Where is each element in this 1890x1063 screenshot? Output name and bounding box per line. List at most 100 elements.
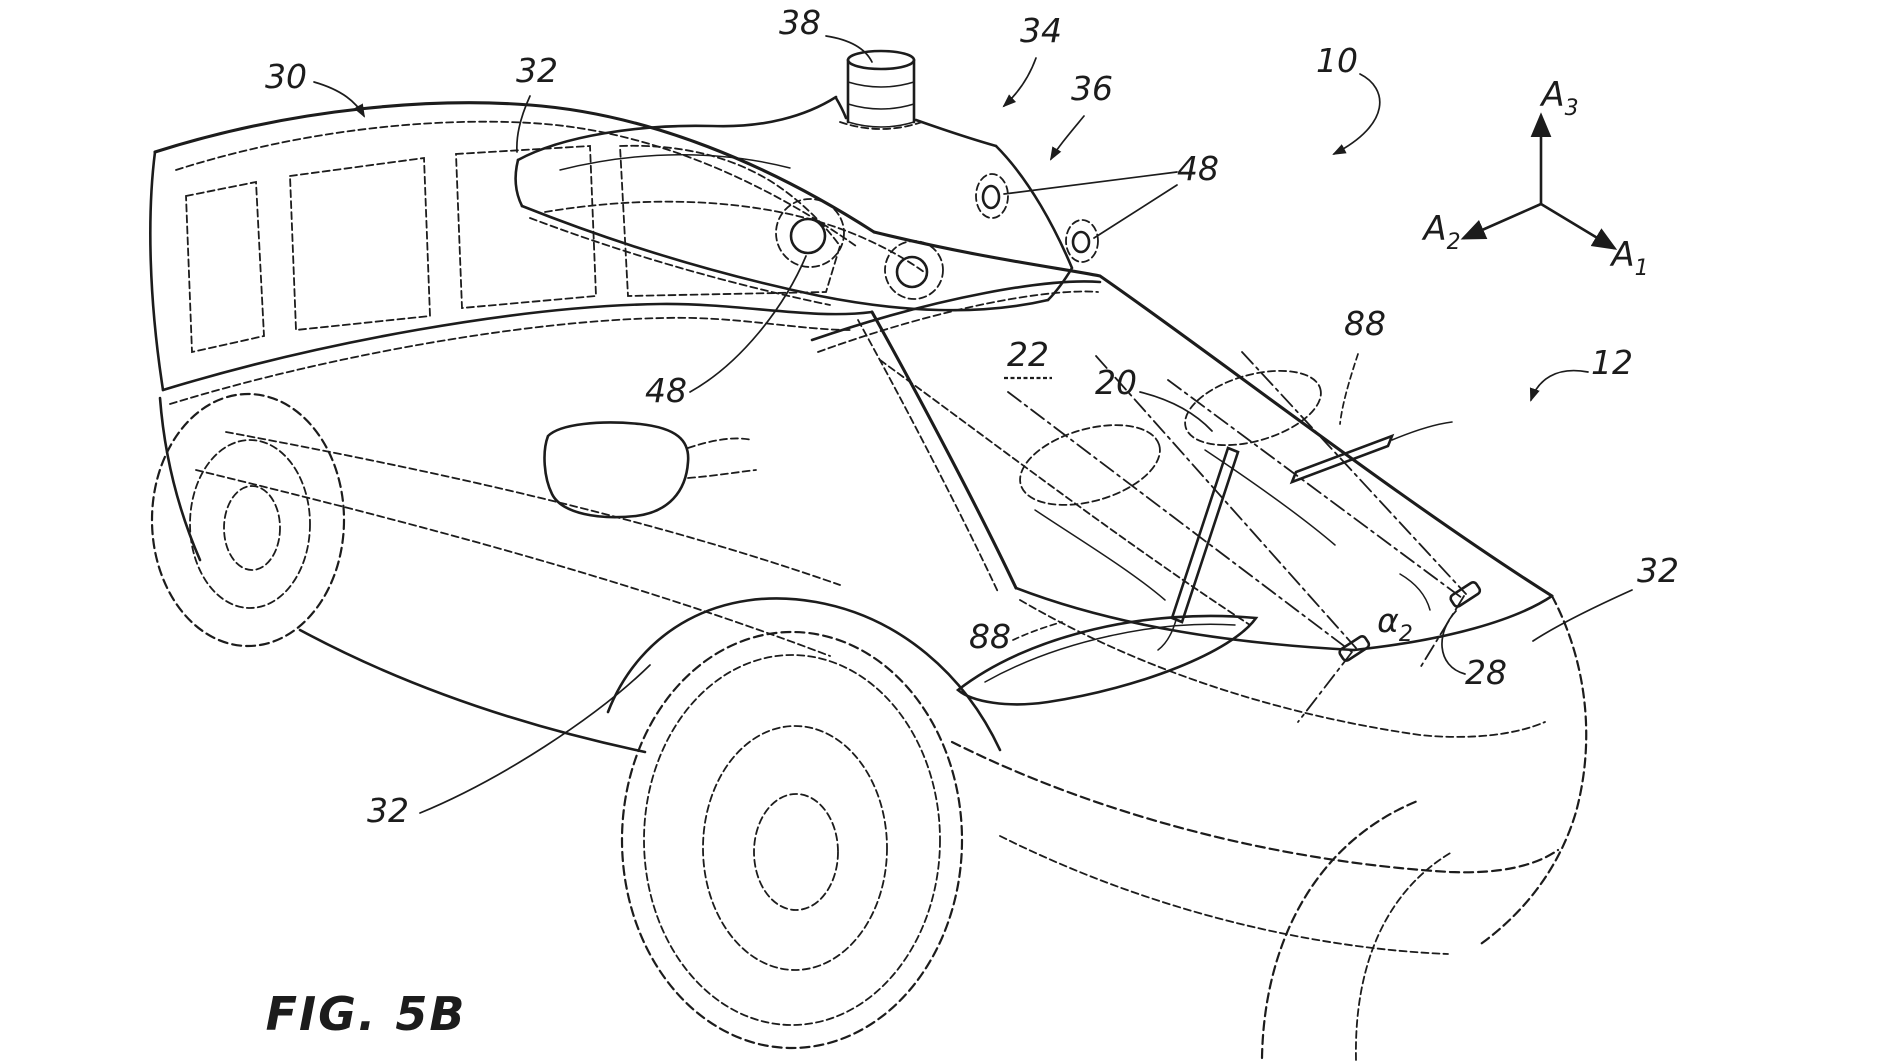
ref-label-48-right: 48 xyxy=(1004,149,1219,238)
pod-base-edge xyxy=(522,206,1048,310)
side-mirror xyxy=(545,423,689,518)
ref-leader-48-right xyxy=(1004,172,1177,194)
port-1-lens xyxy=(791,219,825,253)
ref-label-30: 30 xyxy=(265,57,366,118)
pod-nose xyxy=(516,160,522,206)
ref-label-alpha2: α2 xyxy=(1377,601,1413,647)
window-rear xyxy=(290,158,430,330)
dashboard-line xyxy=(880,360,1250,625)
ref-label-22: 22 xyxy=(1004,335,1052,378)
seatback-line-right xyxy=(1205,450,1335,545)
port-2-outer xyxy=(885,241,943,299)
ref-text-alpha2: α2 xyxy=(1377,601,1413,647)
beltline xyxy=(163,304,872,390)
wiper-arm-right xyxy=(1392,422,1452,440)
front-fender-arch xyxy=(608,598,1000,750)
port-3-outer xyxy=(976,174,1008,218)
port-4-lens xyxy=(1073,232,1089,252)
ref-text-32-roof: 32 xyxy=(516,51,558,90)
rear-pillar xyxy=(150,152,163,390)
window-rear-quarter xyxy=(186,182,264,352)
ref-text-22: 22 xyxy=(1007,335,1049,374)
near-apillar-inner xyxy=(858,320,998,592)
pod-cheek-line xyxy=(545,202,924,272)
hood-crease xyxy=(1020,600,1545,737)
lidar-band-2 xyxy=(848,104,914,109)
ref-label-34: 34 xyxy=(1002,11,1062,108)
fov-line-3 xyxy=(1168,380,1462,598)
front-right-wheel-arc xyxy=(1262,800,1420,1058)
lidar-band-1 xyxy=(848,82,914,87)
ref-label-10: 10 xyxy=(1316,41,1380,155)
fov-line-5 xyxy=(1298,652,1352,722)
lidar-cylinder xyxy=(840,51,922,129)
ref-label-12: 12 xyxy=(1529,343,1633,402)
wiper-blade-left xyxy=(1172,448,1238,622)
van-body xyxy=(150,103,874,752)
axis-arrow-A2 xyxy=(1460,204,1541,240)
front-right-wheel-arc-inner xyxy=(1356,852,1452,1060)
port-2-lens xyxy=(897,257,927,287)
bumper-upper xyxy=(952,742,1558,872)
pod-right-edge xyxy=(996,146,1072,300)
cowl-sensor-right xyxy=(1449,581,1481,608)
cowl-sensor-left xyxy=(1338,635,1370,662)
ref-text-48-left: 48 xyxy=(645,371,687,410)
ref-leader-48-left xyxy=(690,256,806,392)
ref-text-10: 10 xyxy=(1316,41,1358,80)
pod-upper-crease xyxy=(560,155,790,170)
ref-text-88-lower: 88 xyxy=(969,617,1011,656)
cowl-line xyxy=(1016,588,1354,650)
ref-label-88-lower: 88 xyxy=(969,617,1062,656)
ref-leader-30 xyxy=(314,82,366,118)
port-4-outer xyxy=(1066,220,1098,262)
ref-text-36: 36 xyxy=(1071,69,1113,108)
roof-inner-line xyxy=(176,122,856,246)
headrest-left xyxy=(1011,411,1169,520)
ref-label-36: 36 xyxy=(1049,69,1113,161)
windshield-interior xyxy=(880,357,1452,650)
wiper-arm-left xyxy=(1158,620,1176,650)
axis-label-A3: A3 xyxy=(1539,75,1578,121)
right-body-edge xyxy=(1478,596,1586,946)
lidar-base-arc xyxy=(848,122,914,127)
seatback-line-left xyxy=(1035,510,1165,600)
ref-label-38: 38 xyxy=(779,3,872,62)
angle-arc-alpha2 xyxy=(1400,574,1430,610)
front-wheel-tire xyxy=(622,632,962,1048)
ref-leader-32-door xyxy=(420,665,650,813)
far-roofline-apillar xyxy=(874,232,1552,596)
ref-text-32-door: 32 xyxy=(367,791,409,830)
front-wheel-hub xyxy=(754,794,838,910)
ref-text-34: 34 xyxy=(1020,11,1062,50)
ref-leader-38 xyxy=(826,36,872,62)
pod-skirt-line xyxy=(530,218,830,305)
sensor-fov-lines xyxy=(1008,352,1466,722)
ref-leader-32-roof xyxy=(517,96,530,152)
pod-top-edge xyxy=(518,97,836,160)
ref-leader-36 xyxy=(1049,116,1084,161)
hood-front-edge xyxy=(1354,596,1552,650)
ref-label-20: 20 xyxy=(1095,363,1212,431)
ref-text-30: 30 xyxy=(265,57,307,96)
ref-text-48-right: 48 xyxy=(1177,149,1219,188)
figure-caption: FIG. 5B xyxy=(266,987,467,1041)
side-mirror-arm xyxy=(688,438,756,478)
ref-text-12: 12 xyxy=(1591,343,1633,382)
headlight xyxy=(958,616,1256,704)
ref-leader-88-lower xyxy=(1013,622,1062,640)
ref-label-88-upper: 88 xyxy=(1340,304,1386,424)
axis-arrow-A1 xyxy=(1541,204,1618,250)
near-apillar xyxy=(872,312,1016,588)
port-3-lens xyxy=(983,186,999,208)
fov-line-6 xyxy=(1420,596,1464,668)
ref-leader-34 xyxy=(1002,58,1036,108)
pod-dome-left xyxy=(836,98,846,118)
ref-label-28: 28 xyxy=(1442,611,1507,692)
windshield-header-inner xyxy=(818,291,1098,352)
ref-label-32-hood: 32 xyxy=(1533,551,1679,641)
rocker-line xyxy=(300,630,645,752)
